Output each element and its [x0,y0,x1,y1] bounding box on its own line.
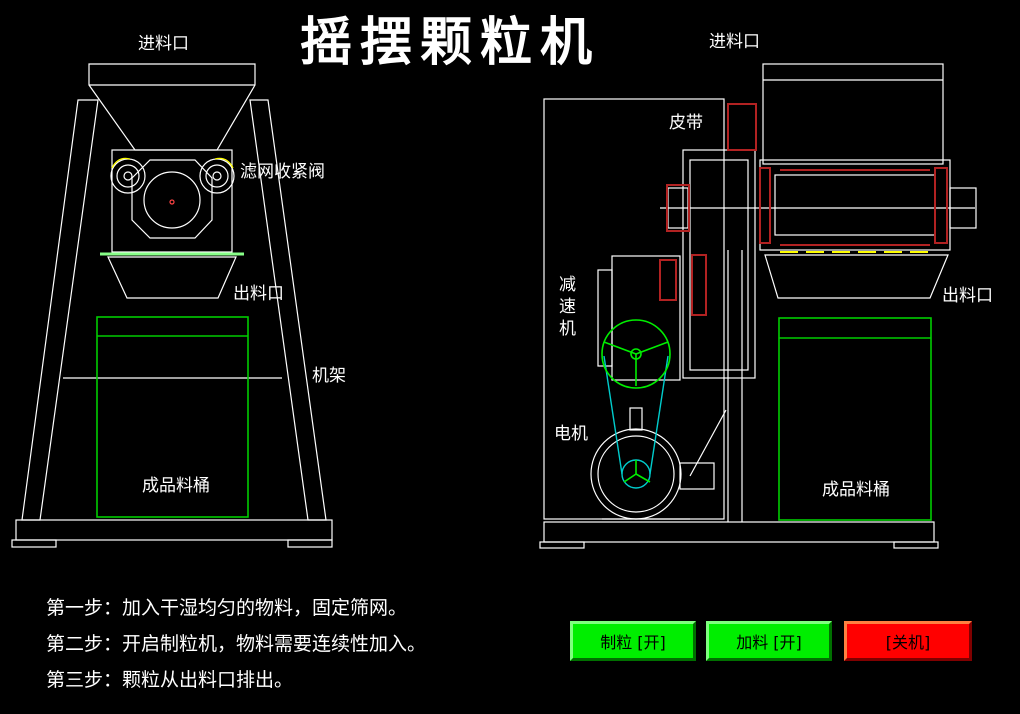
reducer-label: 减速机 [559,275,576,339]
side-bucket-label: 成品料桶 [822,480,890,500]
front-inlet-label: 进料口 [138,34,189,54]
screen-tension-valve-label: 滤网收紧阀 [240,162,325,182]
frame-label: 机架 [312,366,346,386]
shutdown-button[interactable]: [关机] [844,621,972,661]
pulley-drawing [601,319,671,483]
side-outlet-label: 出料口 [942,286,993,306]
step-3: 第三步：颗粒从出料口排出。 [46,669,294,691]
step-2: 第二步：开启制粒机，物料需要连续性加入。 [46,633,427,655]
step-1: 第一步：加入干湿均匀的物料，固定筛网。 [46,597,408,619]
motor-label: 电机 [554,424,588,444]
side-gear-accents [659,103,948,316]
side-view-drawing [539,63,977,549]
feed-on-button[interactable]: 加料 [开] [706,621,832,661]
front-outlet-label: 出料口 [233,284,284,304]
page-title: 摇摆颗粒机 [300,13,601,73]
granulate-on-button[interactable]: 制粒 [开] [570,621,696,661]
front-bucket-label: 成品料桶 [142,476,210,496]
side-inlet-label: 进料口 [709,32,760,52]
side-bucket [778,317,932,521]
belt-label: 皮带 [669,113,703,133]
front-bucket [96,316,249,518]
instruction-steps: 第一步：加入干湿均匀的物料，固定筛网。 第二步：开启制粒机，物料需要连续性加入。… [46,590,426,698]
front-view-drawing [11,63,333,548]
